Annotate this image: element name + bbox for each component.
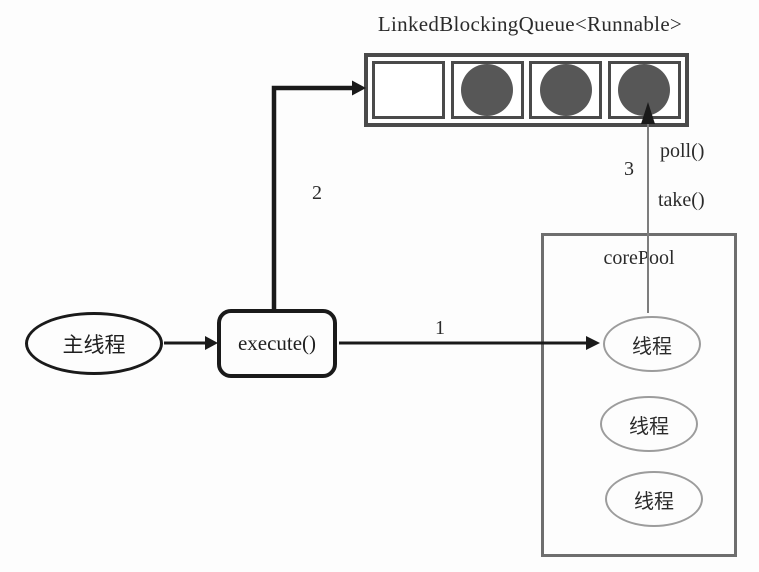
queue-cell-filled: [450, 61, 524, 119]
label-step-1: 1: [435, 317, 445, 339]
queue-cell-filled: [529, 61, 603, 119]
queue-cell-filled: [607, 61, 681, 119]
task-circle: [618, 64, 671, 116]
core-pool-title: corePool: [603, 247, 675, 269]
thread-ellipse: 线程: [603, 316, 701, 372]
task-circle: [539, 64, 592, 116]
blocking-queue-box: [364, 53, 689, 127]
thread-ellipse: 线程: [605, 471, 703, 527]
label-take-method: take(): [658, 189, 705, 211]
execute-node: execute(): [217, 309, 337, 378]
execute-label: execute(): [237, 331, 317, 355]
thread-ellipse: 线程: [600, 396, 698, 452]
main-thread-label: 主线程: [62, 332, 126, 357]
label-poll-method: poll(): [660, 140, 705, 162]
label-step-3: 3: [624, 158, 634, 180]
label-step-2: 2: [312, 182, 322, 204]
queue-cell-empty: [372, 61, 445, 119]
task-circle: [461, 64, 514, 116]
core-pool-box: corePool 线程线程线程: [541, 233, 737, 557]
queue-title: LinkedBlockingQueue<Runnable>: [377, 12, 683, 36]
arrow-main-to-execute: [164, 336, 218, 350]
main-thread-ellipse: 主线程: [25, 312, 163, 375]
